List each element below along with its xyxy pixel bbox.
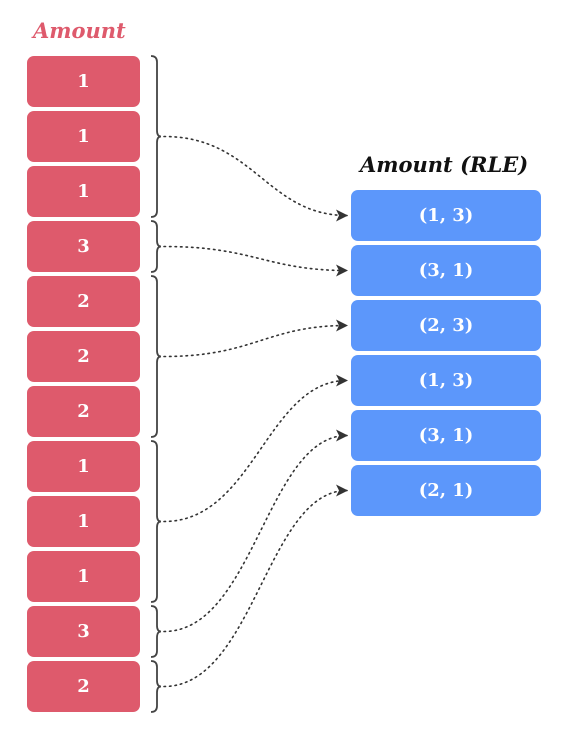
amount-cell: 2 — [27, 386, 140, 437]
amount-cell: 3 — [27, 221, 140, 272]
group-arrow — [163, 319, 348, 358]
group-brace — [150, 220, 162, 273]
rle-cell: (3, 1) — [351, 245, 541, 296]
amount-cell: 1 — [27, 111, 140, 162]
group-brace — [150, 55, 162, 218]
group-arrow — [163, 245, 348, 277]
rle-cell: (2, 1) — [351, 465, 541, 516]
amount-cell: 2 — [27, 661, 140, 712]
amount-cell: 2 — [27, 276, 140, 327]
group-brace — [150, 275, 162, 438]
rle-column-title: Amount (RLE) — [360, 152, 529, 177]
group-arrow — [163, 429, 348, 633]
amount-cell: 1 — [27, 56, 140, 107]
amount-column-title: Amount — [33, 18, 126, 43]
group-arrow — [163, 374, 348, 523]
group-arrow — [163, 484, 348, 688]
group-brace — [150, 440, 162, 603]
amount-cell: 1 — [27, 551, 140, 602]
rle-cell: (1, 3) — [351, 190, 541, 241]
rle-cell: (3, 1) — [351, 410, 541, 461]
group-brace — [150, 660, 162, 713]
rle-cell: (1, 3) — [351, 355, 541, 406]
rle-cell: (2, 3) — [351, 300, 541, 351]
amount-cell: 1 — [27, 496, 140, 547]
amount-cell: 1 — [27, 441, 140, 492]
group-arrow — [163, 135, 348, 222]
amount-cell: 1 — [27, 166, 140, 217]
group-brace — [150, 605, 162, 658]
amount-cell: 3 — [27, 606, 140, 657]
amount-cell: 2 — [27, 331, 140, 382]
